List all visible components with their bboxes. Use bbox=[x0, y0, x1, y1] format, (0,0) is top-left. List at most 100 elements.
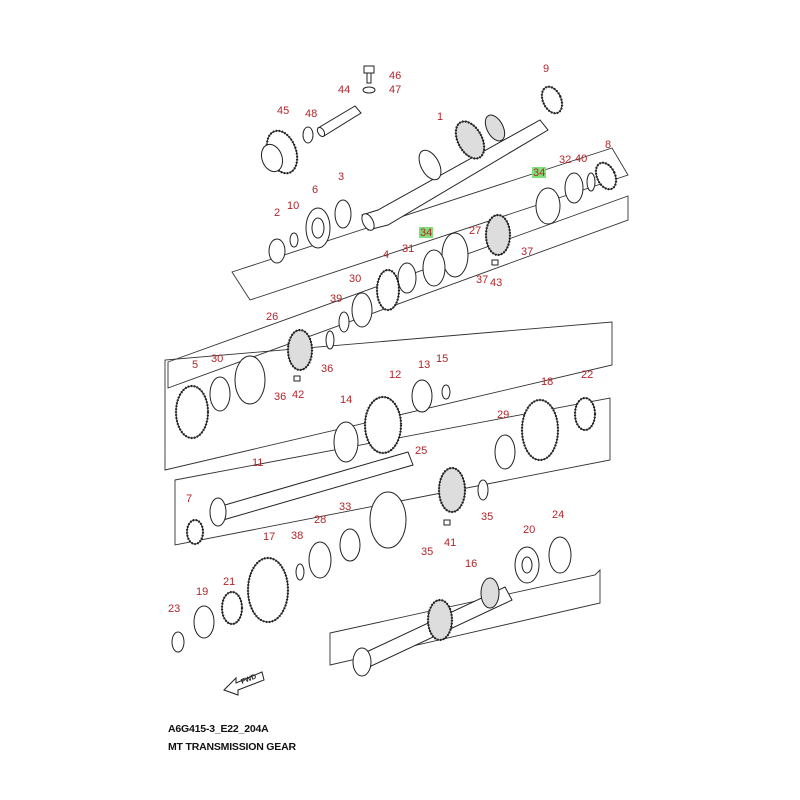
callout-label: 18 bbox=[541, 376, 553, 388]
callout-label: 36 bbox=[321, 363, 333, 375]
callout-26: 26 bbox=[266, 311, 278, 323]
callout-label: 45 bbox=[277, 105, 289, 117]
callout-36: 36 bbox=[274, 391, 286, 403]
callout-label: 12 bbox=[389, 369, 401, 381]
callout-21: 21 bbox=[223, 576, 235, 588]
callout-label: 16 bbox=[465, 558, 477, 570]
callout-39: 39 bbox=[330, 293, 342, 305]
callout-label: 43 bbox=[490, 277, 502, 289]
frame-lower-gears bbox=[329, 568, 601, 666]
callout-7: 7 bbox=[186, 493, 192, 505]
callout-label: 25 bbox=[415, 445, 427, 457]
part-ring-30-mid bbox=[209, 376, 231, 412]
callout-17: 17 bbox=[263, 531, 275, 543]
part-bolt-46 bbox=[363, 65, 375, 84]
callout-34: 34 bbox=[532, 167, 546, 179]
callout-15: 15 bbox=[436, 353, 448, 365]
part-ring-38 bbox=[295, 563, 305, 581]
callout-34: 34 bbox=[419, 227, 433, 239]
part-snap-ring-3 bbox=[334, 199, 352, 229]
part-gear-5 bbox=[174, 384, 210, 440]
callout-28: 28 bbox=[314, 514, 326, 526]
callout-18: 18 bbox=[541, 376, 553, 388]
callout-label: 29 bbox=[497, 409, 509, 421]
callout-label: 47 bbox=[389, 84, 401, 96]
callout-23: 23 bbox=[168, 603, 180, 615]
callout-8: 8 bbox=[605, 139, 611, 151]
frame-main-shaft-mid bbox=[167, 195, 629, 389]
part-washer-47 bbox=[362, 86, 376, 94]
callout-11: 11 bbox=[252, 457, 263, 469]
part-bearing-7 bbox=[185, 518, 205, 546]
callout-31: 31 bbox=[402, 243, 414, 255]
callout-label: 33 bbox=[339, 501, 351, 513]
part-reverse-idler-gear bbox=[260, 129, 299, 175]
callout-33: 33 bbox=[339, 501, 351, 513]
callout-label: 24 bbox=[552, 509, 564, 521]
callout-43: 43 bbox=[490, 277, 502, 289]
part-bearing-13 bbox=[411, 379, 433, 413]
callout-label: 35 bbox=[421, 546, 433, 558]
part-hub-25 bbox=[437, 466, 467, 514]
callout-38: 38 bbox=[291, 530, 303, 542]
callout-label: 42 bbox=[292, 389, 304, 401]
callout-10: 10 bbox=[287, 200, 299, 212]
part-ring-34-mid bbox=[422, 249, 446, 287]
part-bearing-20 bbox=[514, 546, 540, 584]
callout-label: 26 bbox=[266, 311, 278, 323]
part-gear-17 bbox=[246, 556, 290, 624]
callout-label: 11 bbox=[252, 457, 263, 469]
assembly-frames bbox=[164, 147, 629, 666]
callout-label: 10 bbox=[287, 200, 299, 212]
part-bearing-14 bbox=[333, 421, 359, 463]
part-gear-12 bbox=[363, 395, 403, 455]
callout-14: 14 bbox=[340, 394, 352, 406]
callout-label: 30 bbox=[349, 273, 361, 285]
callout-37: 37 bbox=[476, 274, 488, 286]
callout-highlight bbox=[419, 227, 433, 238]
callout-label: 5 bbox=[192, 359, 198, 371]
callout-highlight bbox=[532, 167, 546, 178]
callout-16: 16 bbox=[465, 558, 477, 570]
part-bearing-6 bbox=[305, 207, 331, 249]
part-ring-24 bbox=[548, 536, 572, 574]
frame-main-shaft-upper bbox=[231, 147, 629, 301]
callout-6: 6 bbox=[312, 184, 318, 196]
part-spring-35 bbox=[477, 479, 489, 501]
callout-label: 30 bbox=[211, 353, 223, 365]
callout-44: 44 bbox=[338, 84, 350, 96]
callout-30: 30 bbox=[211, 353, 223, 365]
callout-label: 35 bbox=[481, 511, 493, 523]
callout-32: 32 bbox=[559, 154, 571, 166]
callout-label: 34 bbox=[533, 167, 545, 179]
callout-5: 5 bbox=[192, 359, 198, 371]
frame-output-shaft bbox=[174, 397, 611, 546]
part-key-43 bbox=[491, 259, 499, 266]
callout-label: 20 bbox=[523, 524, 535, 536]
callout-label: 39 bbox=[330, 293, 342, 305]
part-clip-23 bbox=[171, 631, 185, 653]
callout-label: 37 bbox=[476, 274, 488, 286]
part-ring-32 bbox=[564, 172, 584, 204]
part-needle-bearing-8 bbox=[594, 161, 618, 191]
fwd-arrow: FWD bbox=[223, 671, 265, 696]
part-gear-27 bbox=[484, 213, 512, 257]
callout-35: 35 bbox=[481, 511, 493, 523]
callout-label: 23 bbox=[168, 603, 180, 615]
callout-22: 22 bbox=[581, 369, 593, 381]
callout-36: 36 bbox=[321, 363, 333, 375]
callout-label: 27 bbox=[469, 225, 481, 237]
callout-label: 41 bbox=[444, 537, 456, 549]
callout-label: 21 bbox=[223, 576, 235, 588]
callout-label: 15 bbox=[436, 353, 448, 365]
callout-label: 22 bbox=[581, 369, 593, 381]
callout-1: 1 bbox=[437, 111, 443, 123]
part-ring-28 bbox=[308, 541, 332, 579]
part-bearing-22 bbox=[573, 396, 597, 432]
callout-label: 17 bbox=[263, 531, 275, 543]
callout-46: 46 bbox=[389, 70, 401, 82]
callout-label: 13 bbox=[418, 359, 430, 371]
part-spring-36 bbox=[325, 330, 335, 350]
part-ring-30-top bbox=[351, 292, 373, 328]
part-needle-bearing-9 bbox=[540, 85, 564, 115]
